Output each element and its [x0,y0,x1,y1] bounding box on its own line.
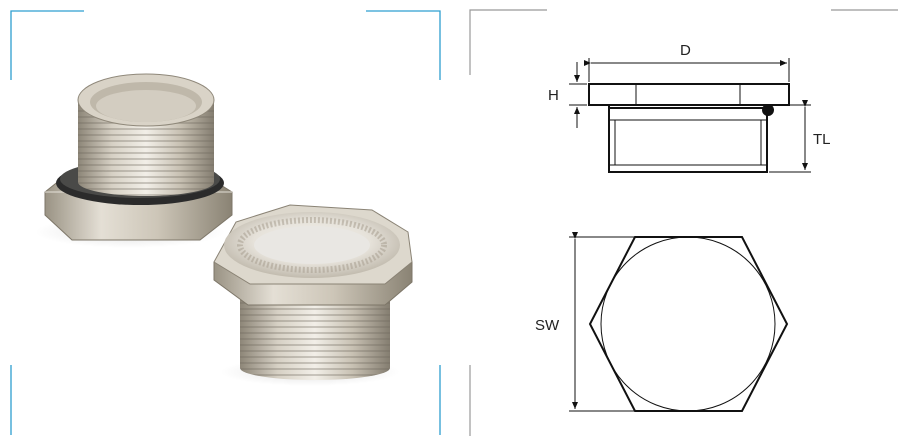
frame-corner-top-right [366,10,441,80]
dimension-d [584,58,790,82]
dimension-tl [769,100,811,173]
label-sw: SW [535,317,560,334]
plug-one [44,73,233,241]
frame-corner-bottom-right [438,365,442,435]
top-view [588,236,789,412]
label-tl: TL [813,131,831,148]
side-view [588,83,790,173]
dimension-sw [569,232,635,412]
technical-drawing-panel: D H TL SW [449,0,898,436]
plug-two [213,204,413,380]
product-photo-panel [0,0,449,436]
label-d: D [680,42,691,59]
label-h: H [548,87,559,104]
frame-corner-bottom-left [10,365,14,435]
drawing-frame-top-left [469,9,547,75]
product-photo [35,73,413,386]
dimension-drawing [469,9,898,436]
o-ring-dot [762,104,774,116]
dimension-h [569,62,587,128]
frame-corner-top-left [10,10,85,80]
